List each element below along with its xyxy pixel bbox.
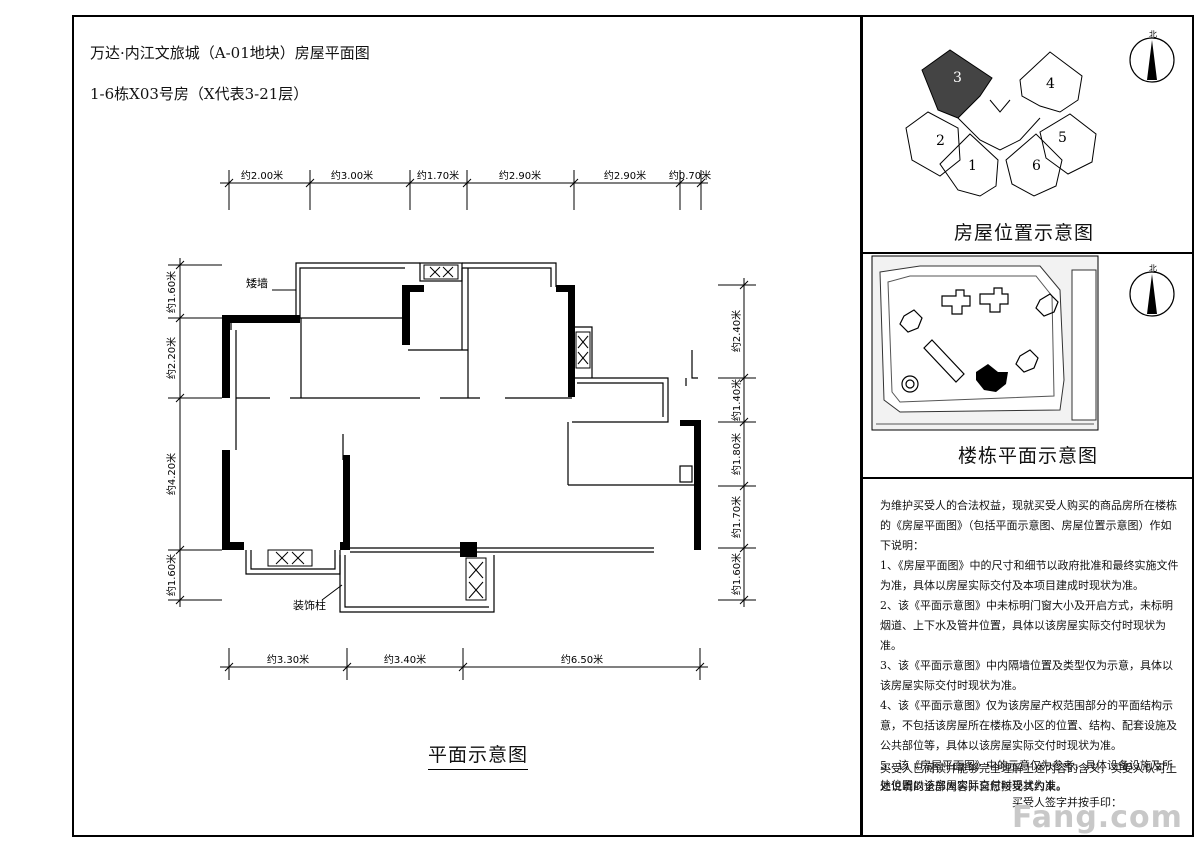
unit-label-1: 1 xyxy=(968,158,977,174)
left-dimension-line xyxy=(168,258,222,607)
bottom-dimension-line xyxy=(220,648,708,680)
north-arrow-icon: 北 xyxy=(1129,264,1175,317)
dim-left-2: 约2.20米 xyxy=(165,337,178,379)
right-dimension-line xyxy=(718,278,756,607)
frame-divider xyxy=(860,15,863,837)
location-map xyxy=(905,49,1097,197)
decor-column-leader xyxy=(321,584,343,601)
unit-1-block xyxy=(939,133,999,197)
notes-item-5: 5、该《房屋平面图》中的示意仅为参考，具体设备设施及所处位置以该房屋实际交付时现… xyxy=(880,759,1173,792)
dim-bottom-1: 约3.30米 xyxy=(267,653,309,666)
unit-label-5: 5 xyxy=(1058,130,1067,146)
dim-right-4: 约1.70米 xyxy=(730,496,743,538)
dim-top-4: 约2.90米 xyxy=(499,169,541,182)
dim-right-5: 约1.60米 xyxy=(730,553,743,595)
dim-left-4: 约1.60米 xyxy=(165,554,178,596)
dim-top-6: 约0.70米 xyxy=(669,169,711,182)
unit-label-6: 6 xyxy=(1032,158,1041,174)
north-arrow-icon: 北 xyxy=(1129,30,1175,83)
unit-label-4: 4 xyxy=(1046,76,1055,92)
plan-title: 万达·内江文旅城（A-01地块）房屋平面图 xyxy=(90,44,370,62)
site-plan-map xyxy=(871,255,1099,431)
dim-top-3: 约1.70米 xyxy=(417,169,459,182)
dim-top-2: 约3.00米 xyxy=(331,169,373,182)
dim-left-3: 约4.20米 xyxy=(165,453,178,495)
dim-right-1: 约2.40米 xyxy=(730,310,743,352)
dim-top-1: 约2.00米 xyxy=(241,169,283,182)
dim-right-3: 约1.80米 xyxy=(730,433,743,475)
top-dimension-line xyxy=(220,170,708,210)
unit-5-block xyxy=(1039,113,1097,175)
dim-bottom-2: 约3.40米 xyxy=(384,653,426,666)
dim-bottom-3: 约6.50米 xyxy=(561,653,603,666)
unit-6-block xyxy=(1005,133,1063,197)
thin-walls xyxy=(230,262,698,613)
dim-right-2: 约1.40米 xyxy=(730,379,743,421)
svg-text:北: 北 xyxy=(1149,264,1157,273)
unit-2-block xyxy=(905,111,961,177)
site-plan-caption: 楼栋平面示意图 xyxy=(958,445,1099,467)
plan-subtitle: 1-6栋X03号房（X代表3-21层） xyxy=(90,85,309,103)
unit-4-block xyxy=(1019,51,1083,113)
notes-block: 为维护买受人的合法权益，现就买受人购买的商品房所在楼栋的《房屋平面图》（包括平面… xyxy=(880,496,1180,796)
notes-item-4: 4、该《平面示意图》仅为该房屋产权范围部分的平面结构示意，不包括该房屋所在楼栋及… xyxy=(880,699,1177,752)
acknowledgement-text: 买受人已阅读并能够完全理解上述内容的含义，买受人认可上述说明的全部内容并自愿接受… xyxy=(880,762,1177,793)
drawing-frame xyxy=(72,15,1194,837)
short-wall-label: 矮墙 xyxy=(246,276,268,290)
notes-intro: 为维护买受人的合法权益，现就买受人购买的商品房所在楼栋的《房屋平面图》（包括平面… xyxy=(880,499,1177,552)
shaft-boxes xyxy=(267,264,591,601)
notes-item-1: 1、《房屋平面图》中的尺寸和细节以政府批准和最终实施文件为准，具体以房屋实际交付… xyxy=(880,559,1179,592)
floor-plan-caption: 平面示意图 xyxy=(428,740,529,770)
notes-item-2: 2、该《平面示意图》中未标明门窗大小及开启方式，未标明烟道、上下水及管井位置，具… xyxy=(880,599,1173,652)
svg-text:北: 北 xyxy=(1149,30,1157,39)
signature-label: 买受人签字并按手印： xyxy=(1012,796,1122,809)
decor-column-label: 装饰柱 xyxy=(293,598,326,612)
unit-label-3: 3 xyxy=(953,70,962,86)
location-map-caption: 房屋位置示意图 xyxy=(954,222,1095,244)
watermark-logo: Fang.com xyxy=(1012,800,1183,835)
dim-top-5: 约2.90米 xyxy=(604,169,646,182)
dim-left-1: 约1.60米 xyxy=(165,271,178,313)
unit-label-2: 2 xyxy=(936,133,945,149)
notes-item-3: 3、该《平面示意图》中内隔墙位置及类型仅为示意，具体以该房屋实际交付时现状为准。 xyxy=(880,659,1173,692)
thick-walls xyxy=(222,285,701,557)
unit-3-block xyxy=(921,49,993,119)
